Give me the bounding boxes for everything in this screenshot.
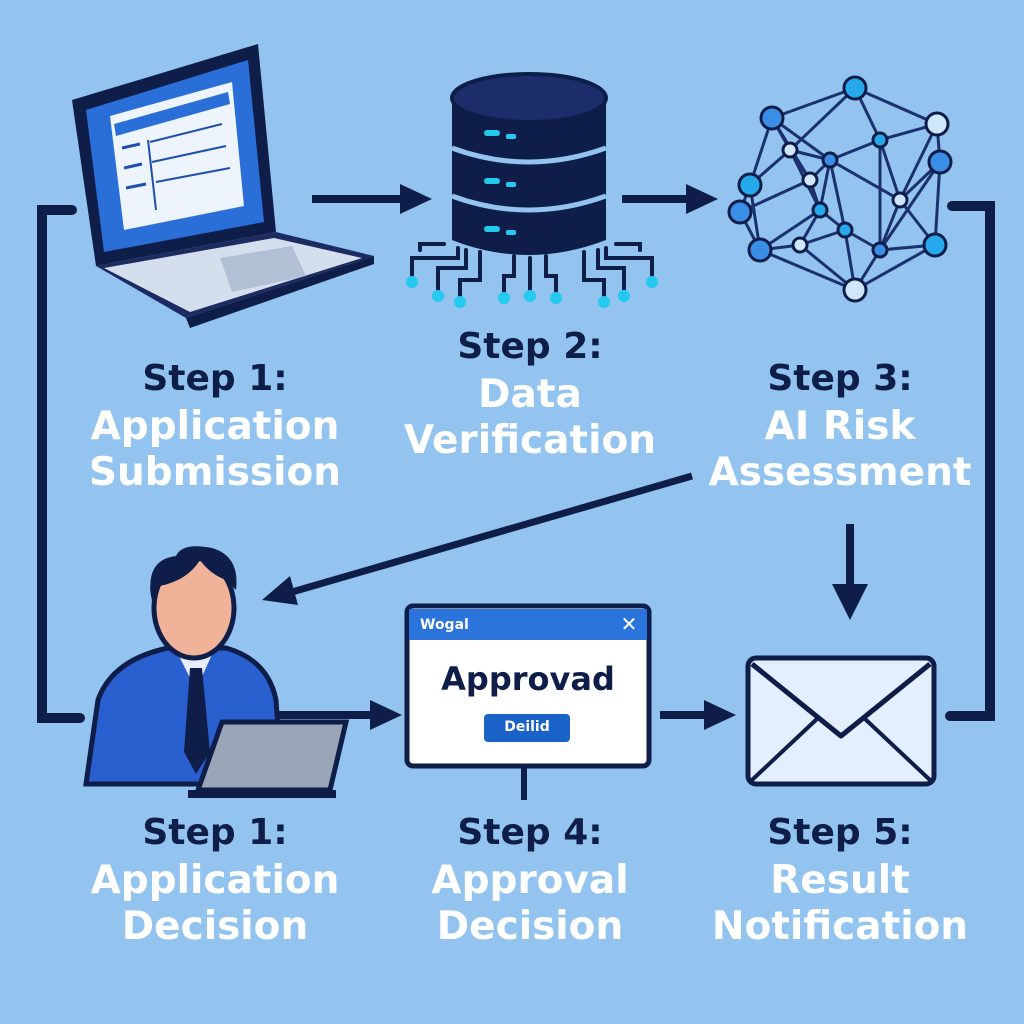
network-node: [737, 172, 763, 198]
network-node: [791, 236, 809, 254]
network-node: [759, 105, 785, 131]
network-edge: [829, 158, 901, 202]
network-edge: [828, 159, 847, 231]
step-label-data-verification: Step 2: Data Verification: [370, 326, 690, 465]
step-label-application-decision: Step 1: Application Decision: [55, 812, 375, 951]
arrow-decision-to-approval: [274, 700, 402, 730]
left-loop-connector: [37, 205, 85, 723]
arrow-approval-to-step5: [660, 700, 736, 730]
step-title-line2: Submission: [88, 450, 342, 496]
network-node: [922, 232, 948, 258]
step-label-application-submission: Step 1: Application Submission: [55, 358, 375, 497]
step-title-line1: Result: [770, 858, 910, 904]
step-title-line1: Approval: [431, 858, 629, 904]
network-node: [821, 151, 839, 169]
arrow-step3-to-decision: [262, 472, 693, 605]
step-title-line2: Assessment: [708, 450, 972, 496]
network-node: [811, 201, 829, 219]
person-at-laptop-icon: [83, 546, 350, 798]
network-edge: [878, 161, 942, 251]
arrow-step1-to-step2: [312, 184, 432, 214]
network-edge: [739, 178, 811, 214]
network-edge: [759, 248, 856, 292]
network-node: [871, 131, 889, 149]
database-icon: [406, 72, 658, 308]
network-edge: [829, 138, 881, 162]
network-node: [871, 241, 889, 259]
network-node: [927, 149, 953, 175]
step-label-ai-risk-assessment: Step 3: AI Risk Assessment: [690, 358, 990, 497]
arrow-step3-to-step5: [832, 524, 868, 620]
step-title-line2: Decision: [121, 904, 309, 950]
step-title-line1: AI Risk: [764, 404, 916, 450]
step-title-line2: Verification: [403, 418, 656, 464]
step-number: Step 2:: [457, 326, 603, 367]
network-edge: [854, 86, 938, 126]
laptop-icon: [72, 44, 374, 328]
step-title-line2: Notification: [711, 904, 969, 950]
step-label-result-notification: Step 5: Result Notification: [690, 812, 990, 951]
step-number: Step 4:: [457, 812, 603, 853]
network-node: [924, 111, 950, 137]
arrow-step2-to-step3: [622, 184, 718, 214]
step-title-line1: Data: [478, 372, 582, 418]
network-node: [842, 75, 868, 101]
network-node: [842, 277, 868, 303]
step-title-line2: Decision: [436, 904, 624, 950]
approval-window-icon: ✕: [404, 603, 652, 800]
step-number: Step 1:: [142, 358, 288, 399]
network-edge: [898, 123, 939, 201]
step-title-line1: Application: [90, 404, 340, 450]
network-node: [891, 191, 909, 209]
network-node: [727, 199, 753, 225]
step-title-line1: Application: [90, 858, 340, 904]
network-node: [836, 221, 854, 239]
network-edge: [854, 243, 936, 292]
network-edge: [933, 161, 942, 246]
step-number: Step 3:: [767, 358, 913, 399]
approval-window-close-icon: ✕: [621, 612, 638, 636]
step-number: Step 1:: [142, 812, 288, 853]
network-node: [781, 141, 799, 159]
approval-window-heading: Approvad: [441, 660, 615, 698]
network-node: [747, 237, 773, 263]
envelope-icon: [745, 655, 937, 787]
network-edge: [788, 86, 857, 152]
approval-window-button[interactable]: Deilid: [504, 719, 550, 735]
approval-window-title: Wogal: [420, 617, 469, 633]
network-node: [801, 171, 819, 189]
right-loop-connector: [945, 201, 995, 721]
network-edge: [878, 199, 902, 251]
step-number: Step 5:: [767, 812, 913, 853]
step-label-approval-decision: Step 4: Approval Decision: [370, 812, 690, 951]
network-edge: [771, 86, 856, 120]
network-edge: [878, 139, 902, 201]
neural-network-icon: [727, 75, 953, 303]
